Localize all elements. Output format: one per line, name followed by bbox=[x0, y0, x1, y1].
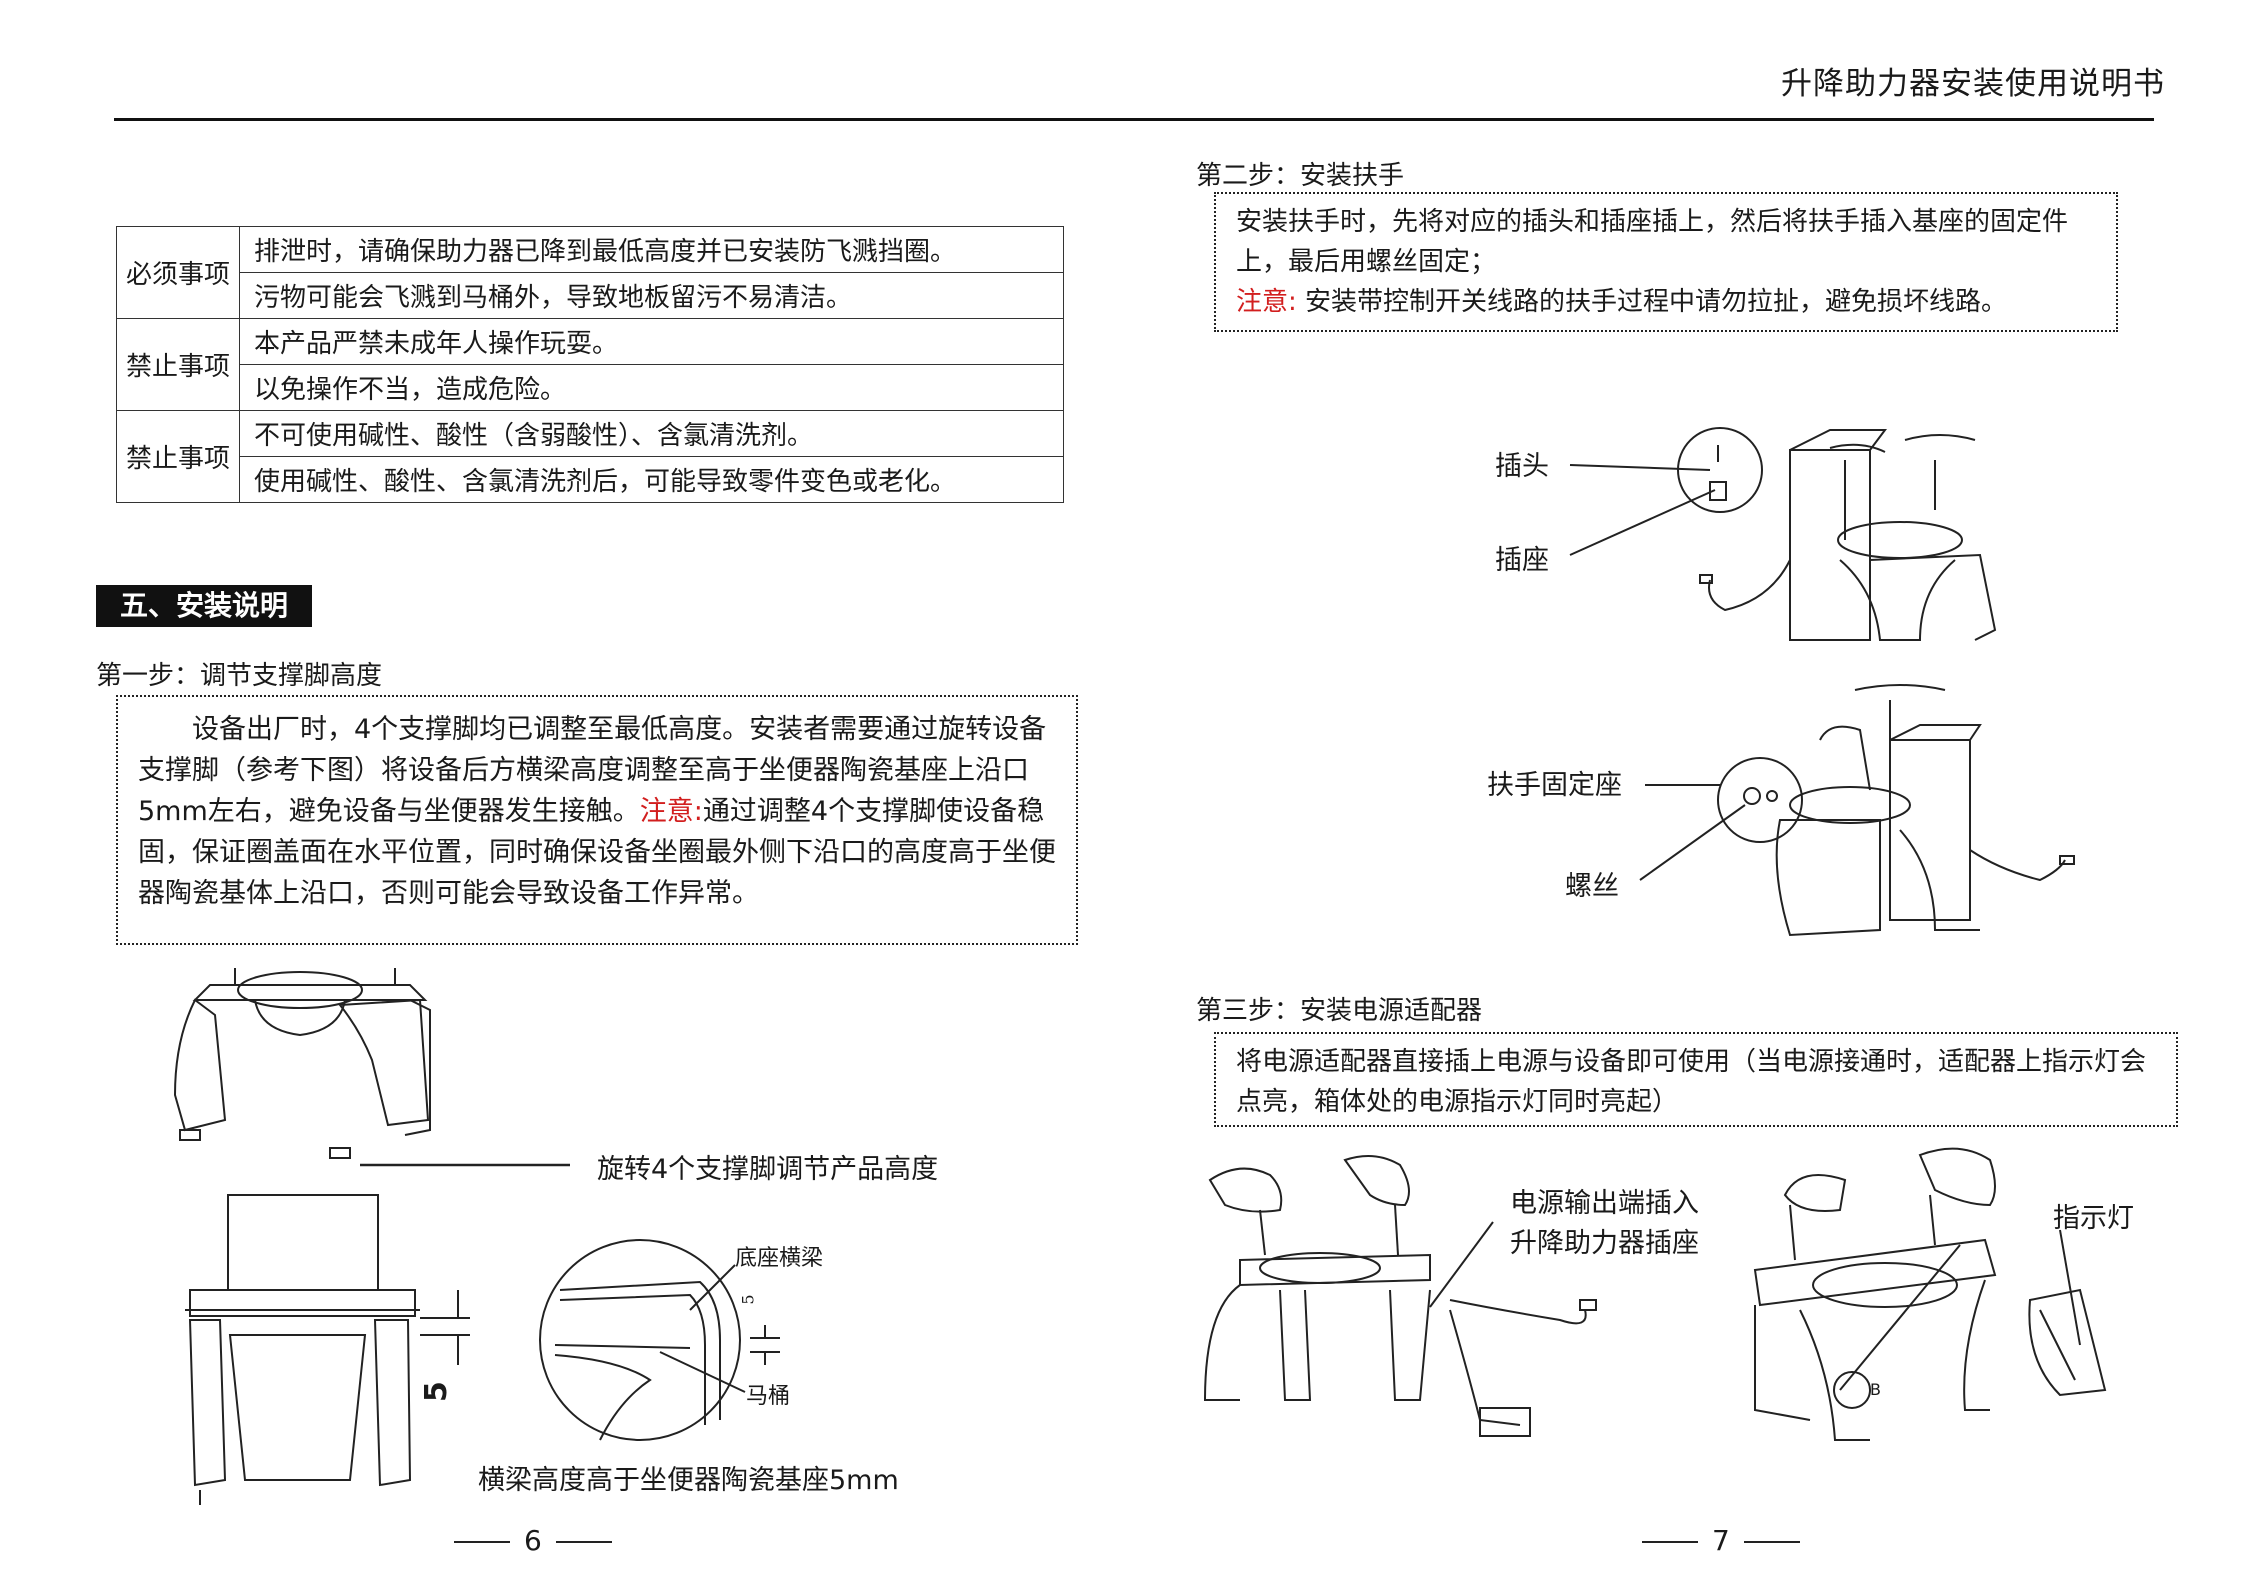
figure-label-beam: 底座横梁 bbox=[735, 1246, 824, 1271]
category-cell: 必须事项 bbox=[116, 226, 240, 319]
step1-text: 设备出厂时，4个支撑脚均已调整至最低高度。安装者需要通过旋转设备支撑脚（参考下图… bbox=[138, 714, 1047, 827]
step3-title: 第三步：安装电源适配器 bbox=[1196, 996, 1483, 1026]
front-view-figure bbox=[185, 1194, 470, 1505]
page-number-text: 6 bbox=[524, 1524, 542, 1557]
page-number-left: 6 bbox=[440, 1524, 626, 1557]
step1-title: 第一步：调节支撑脚高度 bbox=[96, 661, 383, 691]
step1-warning-text: 通过调整4个支撑脚使设备稳固，保证圈盖面在水平位置，同时确保设备坐圈最外侧下沿口… bbox=[138, 796, 1056, 909]
table-row: 禁止事项 不可使用碱性、酸性（含弱酸性）、含氯清洗剂。 bbox=[116, 410, 1064, 503]
table-row: 必须事项 排泄时，请确保助力器已降到最低高度并已安装防飞溅挡圈。 bbox=[116, 226, 1064, 319]
category-cell: 禁止事项 bbox=[116, 318, 240, 411]
header-title: 升降助力器安装使用说明书 bbox=[1781, 66, 2165, 102]
page-number-dash bbox=[454, 1541, 510, 1543]
step3-text-box: 将电源适配器直接插上电源与设备即可使用（当电源接通时，适配器上指示灯会点亮，箱体… bbox=[1214, 1032, 2178, 1127]
page-number-right: 7 bbox=[1628, 1524, 1814, 1557]
device-figure-plug bbox=[1569, 427, 1997, 641]
step2-text-box: 安装扶手时，先将对应的插头和插座插上，然后将扶手插入基座的固定件上，最后用螺丝固… bbox=[1214, 192, 2118, 332]
step2-text: 安装扶手时，先将对应的插头和插座插上，然后将扶手插入基座的固定件上，最后用螺丝固… bbox=[1236, 207, 2069, 277]
figure-label-screw: 螺丝 bbox=[1565, 871, 1619, 902]
figure-label-mount: 扶手固定座 bbox=[1487, 770, 1622, 801]
figure-label-line: 升降助力器插座 bbox=[1510, 1228, 1699, 1259]
category-cell: 禁止事项 bbox=[116, 410, 240, 503]
step3-text: 将电源适配器直接插上电源与设备即可使用（当电源接通时，适配器上指示灯会点亮，箱体… bbox=[1236, 1047, 2147, 1117]
warning-label: 注意: bbox=[639, 796, 703, 827]
figure-label-toilet: 马桶 bbox=[746, 1384, 791, 1409]
page-number-dash bbox=[555, 1541, 612, 1543]
device-figure-feet bbox=[173, 968, 570, 1167]
dimension-label-large: 5 bbox=[418, 1381, 454, 1402]
device-figure-mount bbox=[1639, 684, 2075, 937]
figure-label-indicator: 指示灯 bbox=[2053, 1203, 2134, 1234]
device-figure-power bbox=[1203, 1155, 1597, 1437]
figure-caption-beam: 横梁高度高于坐便器陶瓷基座5mm bbox=[478, 1465, 899, 1496]
figure-label-b: B bbox=[1870, 1380, 1881, 1399]
table-cell: 污物可能会飞溅到马桶外，导致地板留污不易清洁。 bbox=[239, 272, 1064, 319]
warning-label: 注意: bbox=[1236, 287, 1297, 317]
table-cell: 使用碱性、酸性、含氯清洗剂后，可能导致零件变色或老化。 bbox=[239, 456, 1064, 503]
step1-text-box: 设备出厂时，4个支撑脚均已调整至最低高度。安装者需要通过旋转设备支撑脚（参考下图… bbox=[116, 695, 1078, 945]
page-number-text: 7 bbox=[1712, 1524, 1730, 1557]
device-figure-indicator bbox=[1753, 1147, 2107, 1441]
figure-label-feet: 旋转4个支撑脚调节产品高度 bbox=[597, 1154, 939, 1185]
header-divider bbox=[114, 118, 2154, 121]
section-title: 五、安装说明 bbox=[96, 585, 313, 627]
step2-title: 第二步：安装扶手 bbox=[1196, 161, 1405, 191]
table-cell: 不可使用碱性、酸性（含弱酸性）、含氯清洗剂。 bbox=[239, 410, 1064, 457]
page-number-dash bbox=[1743, 1541, 1800, 1543]
dimension-label-small: 5 bbox=[738, 1294, 758, 1305]
figure-label-line: 电源输出端插入 bbox=[1510, 1188, 1699, 1219]
step2-warning-text: 安装带控制开关线路的扶手过程中请勿拉扯，避免损坏线路。 bbox=[1305, 287, 2008, 317]
notice-table: 必须事项 排泄时，请确保助力器已降到最低高度并已安装防飞溅挡圈。 污物可能会飞溅… bbox=[116, 226, 1064, 503]
detail-magnifier-figure bbox=[539, 1239, 780, 1441]
figure-label-plug: 插头 bbox=[1495, 451, 1549, 482]
figure-label-socket: 插座 bbox=[1495, 545, 1549, 576]
table-row: 污物可能会飞溅到马桶外，导致地板留污不易清洁。 bbox=[117, 272, 1064, 319]
figure-label-power-output: 电源输出端插入 升降助力器插座 bbox=[1510, 1184, 1699, 1264]
page-number-dash bbox=[1642, 1541, 1698, 1543]
table-row: 使用碱性、酸性、含氯清洗剂后，可能导致零件变色或老化。 bbox=[117, 456, 1064, 503]
table-cell: 排泄时，请确保助力器已降到最低高度并已安装防飞溅挡圈。 bbox=[239, 226, 1064, 273]
